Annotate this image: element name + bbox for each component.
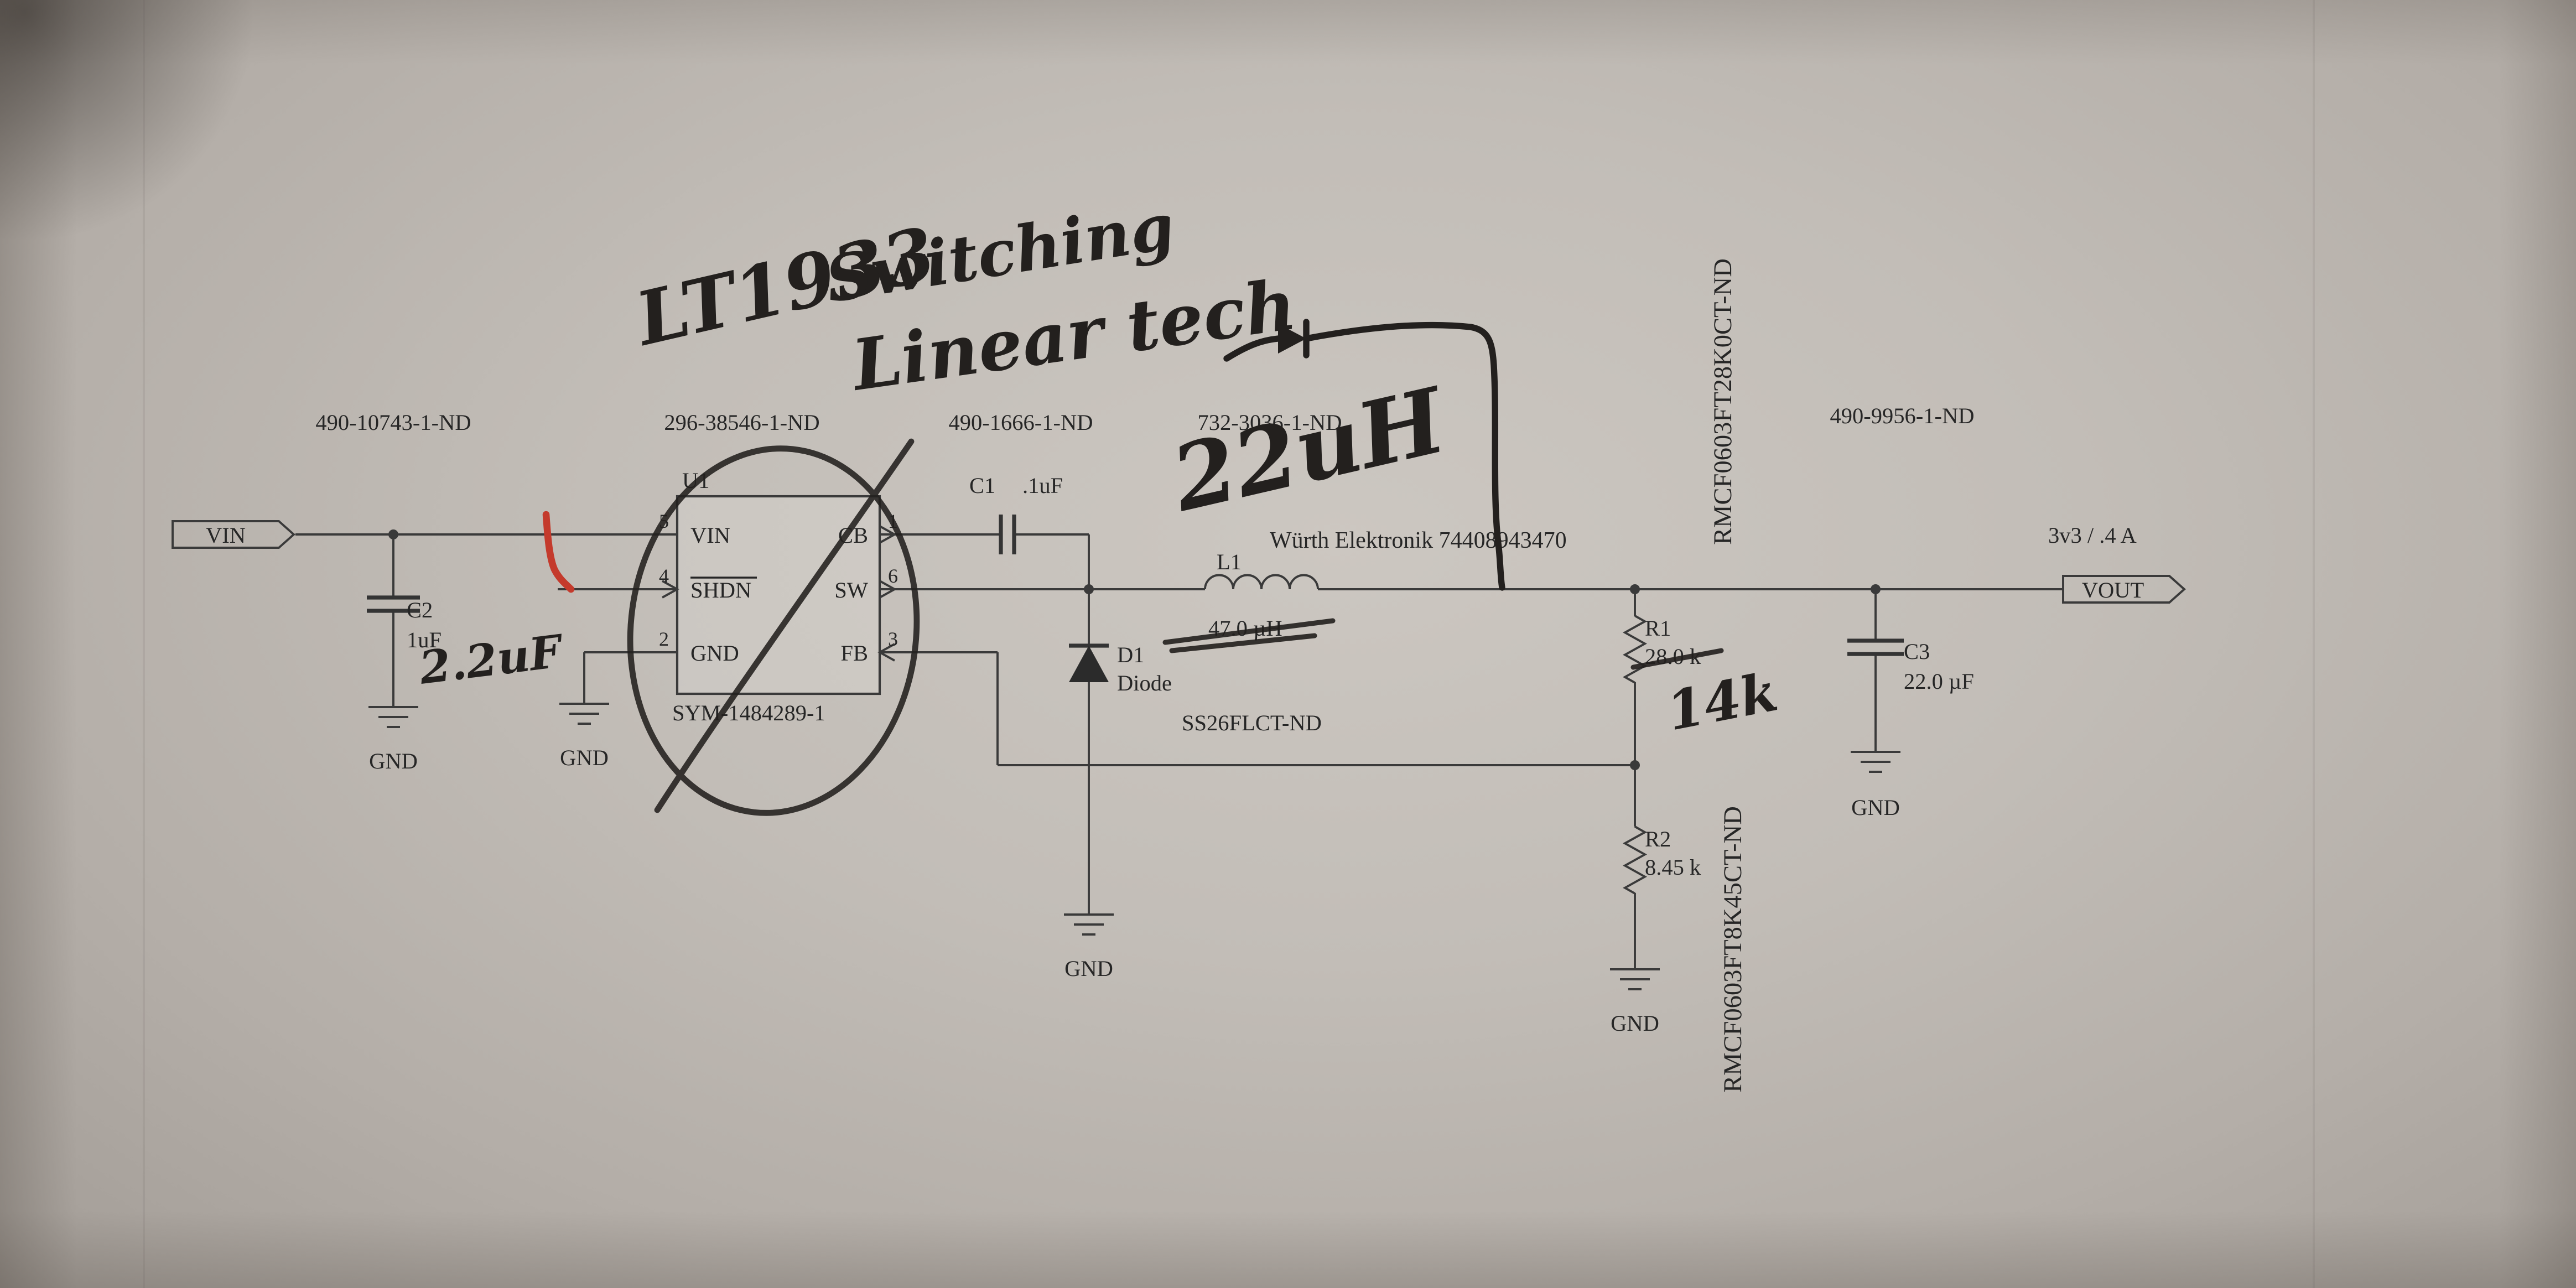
strike-r1-value (1630, 648, 1724, 670)
partnum-l1: 732-3036-1-ND (1198, 410, 1342, 435)
gnd-symbol-c2 (368, 706, 418, 728)
wire-fb (880, 651, 1635, 766)
handdrawn-circle-u1 (627, 438, 920, 816)
handdrawn-diode-wire (1223, 319, 1505, 591)
pin-wedge-sw (879, 580, 897, 599)
red-pen-mark (542, 511, 575, 593)
c2-ref: C2 (407, 598, 433, 622)
junction-c2 (388, 529, 398, 539)
u1-body (676, 495, 881, 695)
u1-ic: U1 SYM-1484289-1 VIN SHDN GND CB SW FB 5… (659, 468, 898, 725)
handdrawn-oval (627, 445, 920, 816)
u1-symbol-name: SYM-1484289-1 (672, 700, 825, 725)
resistor-r2-zigzag (1622, 825, 1648, 895)
gnd-label-c2: GND (369, 749, 418, 773)
r1-ref: R1 (1645, 616, 1671, 641)
junction-sw-node (1084, 584, 1094, 594)
u1-pin-sw-name: SW (834, 578, 869, 603)
gnd-labels: GND GND GND GND GND (369, 745, 1900, 1036)
handdrawn-wire-left (1223, 335, 1281, 362)
partnum-c1: 490-1666-1-ND (949, 410, 1093, 435)
c1-plates (999, 515, 1016, 554)
partnum-c3: 490-9956-1-ND (1830, 403, 1975, 428)
c2-plates (367, 595, 420, 613)
vin-net-flag: VIN (172, 520, 295, 549)
junction-fb-divider (1630, 760, 1640, 770)
strike-l1-value-2 (1169, 633, 1317, 653)
capacitor-plates (367, 515, 1904, 656)
paper-fold-right (2313, 0, 2315, 1288)
l1-manufacturer: Würth Elektronik 74408943470 (1270, 528, 1567, 553)
gnd-symbol-u1 (559, 703, 609, 725)
l1-ref: L1 (1217, 549, 1242, 574)
partnum-u1: 296-38546-1-ND (664, 410, 819, 435)
pin-wedge-cb (879, 525, 897, 544)
u1-pin-gnd-name: GND (690, 641, 739, 666)
vout-rating-label: 3v3 / .4 A (2048, 523, 2137, 548)
u1-pin2-number: 2 (659, 628, 669, 650)
u1-pin3-number: 3 (888, 628, 898, 650)
handwriting-resistance: 14k (1662, 660, 1783, 742)
gnd-symbol-r2 (1610, 968, 1660, 990)
inductor-l1 (1204, 574, 1319, 590)
junction-c3-top (1871, 584, 1881, 594)
partnum-d1: SS26FLCT-ND (1182, 710, 1322, 735)
vout-label: VOUT (2082, 578, 2144, 603)
wires (295, 525, 2063, 990)
u1-pin-shdn-name: SHDN (690, 578, 751, 603)
c2-value: 1uF (407, 627, 442, 652)
strike-l1-value (1162, 618, 1336, 645)
r2-ref: R2 (1645, 827, 1671, 851)
partnum-r2-vertical: RMCF0603FT8K45CT-ND (1719, 806, 1747, 1093)
strikethrough-marks (1162, 618, 1724, 670)
paper-fold-left (143, 0, 145, 1288)
digikey-part-numbers: 490-10743-1-ND 296-38546-1-ND 490-1666-1… (315, 258, 1974, 1093)
gnd-symbol-d1 (1064, 913, 1114, 936)
handwritten-annotations: LT1933 Switching Linear tech 22uH 2.2uF … (416, 189, 1783, 816)
gnd-label-d1: GND (1064, 956, 1113, 981)
u1-pin4-number: 4 (659, 565, 669, 587)
handdrawn-wire-right-down (1303, 321, 1505, 591)
c3-value: 22.0 µF (1904, 669, 1974, 694)
c3-plates (1847, 638, 1904, 656)
junction-dots (388, 529, 1881, 770)
gnd-symbol-c3 (1851, 751, 1900, 773)
u1-pin6-number: 6 (888, 565, 898, 587)
vout-flag-shape (2062, 575, 2186, 604)
c1-ref: C1 (969, 473, 995, 498)
d1-diode-triangle (1069, 646, 1109, 682)
partnum-c2: 490-10743-1-ND (315, 410, 471, 435)
junction-r1-top (1630, 584, 1640, 594)
partnum-r1-vertical: RMCF0603FT28K0CT-ND (1709, 258, 1737, 545)
vout-net-flag: VOUT 3v3 / .4 A (2048, 523, 2186, 604)
gnd-label-c3: GND (1851, 795, 1900, 820)
d1-ref: D1 (1117, 642, 1145, 667)
handwriting-inductance: 22uH (1162, 367, 1457, 532)
u1-pin-vin-name: VIN (690, 523, 730, 548)
c3-ref: C3 (1904, 639, 1930, 664)
handdrawn-diode-triangle (1278, 324, 1306, 354)
c1-value: .1uF (1022, 473, 1063, 498)
resistor-r1-zigzag (1622, 615, 1648, 684)
handdrawn-slash (654, 438, 915, 813)
gnd-label-u1: GND (560, 745, 609, 770)
gnd-label-r2: GND (1611, 1011, 1659, 1036)
vin-flag-shape (172, 520, 295, 549)
printed-schematic: VIN VOUT 3v3 / .4 A U1 SYM-1484289-1 VIN… (172, 258, 2186, 1093)
r2-value: 8.45 k (1645, 855, 1701, 880)
vin-label: VIN (206, 523, 246, 548)
u1-pin-fb-name: FB (840, 641, 868, 666)
d1-value: Diode (1117, 671, 1172, 695)
